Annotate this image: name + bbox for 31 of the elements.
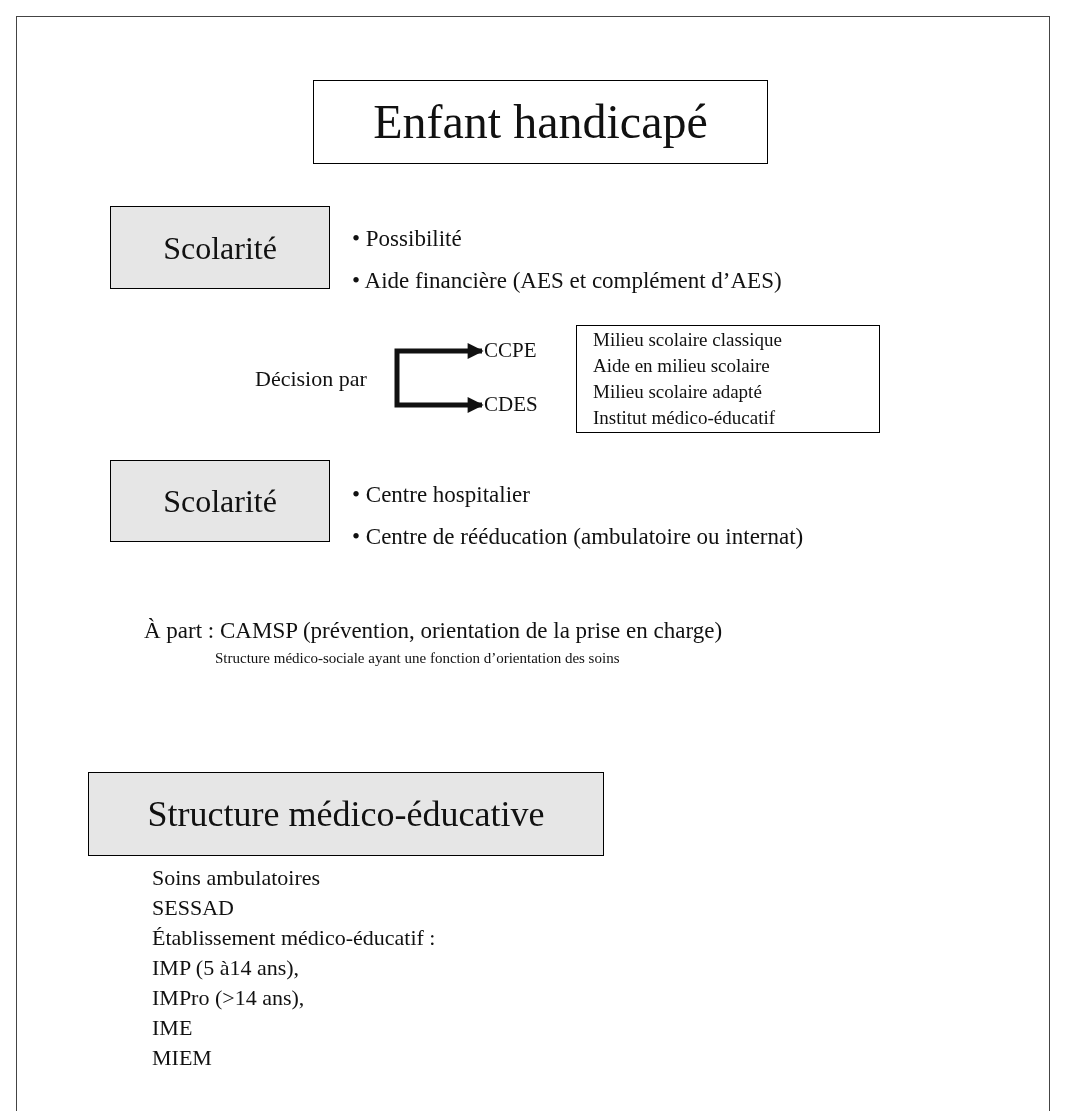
bracket-arrow — [394, 343, 484, 378]
title-box — [313, 80, 768, 164]
list-item: MIEM — [152, 1044, 213, 1072]
options-box — [576, 325, 880, 433]
node-label: Institut médico-éducatif — [593, 406, 777, 430]
bracket-arrow — [394, 378, 484, 413]
bullet-item: • Possibilité — [352, 225, 462, 253]
note-text: À part : CAMSP (prévention, orientation de la prise en charge) — [144, 617, 723, 645]
section-box — [110, 460, 330, 542]
node-label: Scolarité — [163, 482, 277, 521]
note-subtext: Structure médico-sociale ayant une fonction d’orientation des soins — [215, 649, 620, 668]
node-label: Milieu scolaire classique — [593, 328, 783, 352]
list-item: IMPro (>14 ans), — [152, 984, 306, 1012]
node-label: Milieu scolaire adapté — [593, 380, 763, 404]
section-box — [88, 772, 604, 856]
list-item: IMP (5 à14 ans), — [152, 954, 301, 982]
node-label: Aide en milieu scolaire — [593, 354, 771, 378]
node-label: Enfant handicapé — [373, 94, 708, 150]
list-item: Établissement médico-éducatif : — [152, 924, 436, 952]
bullet-item: • Centre hospitalier — [352, 481, 530, 509]
section-box — [110, 206, 330, 289]
node-label: CDES — [484, 391, 538, 419]
node-label: Décision par — [255, 364, 367, 393]
node-label: CCPE — [484, 337, 537, 365]
bullet-item: • Aide financière (AES et complément d’AES) — [352, 267, 782, 295]
node-label: Structure médico-éducative — [147, 793, 545, 836]
list-item: Soins ambulatoires — [152, 864, 322, 892]
node-label: Scolarité — [163, 228, 277, 268]
bullet-item: • Centre de rééducation (ambulatoire ou internat) — [352, 523, 804, 551]
list-item: IME — [152, 1014, 194, 1042]
list-item: SESSAD — [152, 894, 235, 922]
